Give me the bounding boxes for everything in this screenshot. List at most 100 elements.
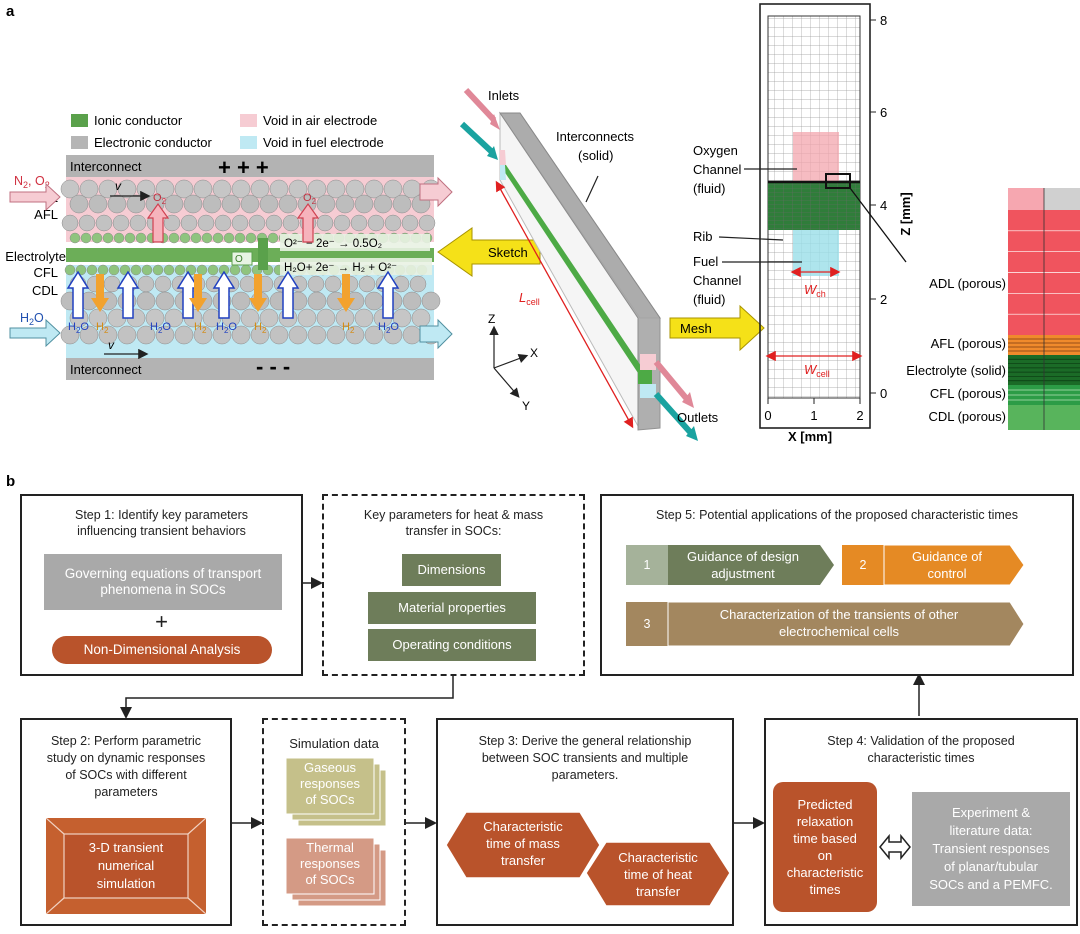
particle bbox=[316, 214, 334, 232]
mesh-arrow bbox=[669, 304, 765, 352]
mesh-layer-cfl: CFL (porous) bbox=[930, 386, 1006, 401]
legend-ionic: Ionic conductor bbox=[94, 113, 183, 128]
particle bbox=[221, 194, 241, 214]
gas-text-1: Gaseous bbox=[303, 760, 357, 775]
fuel-channel-label-3: (fluid) bbox=[693, 292, 726, 307]
sim-3d-box bbox=[46, 818, 206, 914]
thermal-text-3: of SOCs bbox=[305, 872, 355, 887]
oxygen-channel-label-3: (fluid) bbox=[693, 181, 726, 196]
plus-signs: + + + bbox=[218, 155, 269, 180]
app2-text-1: Guidance of bbox=[911, 549, 983, 564]
particle bbox=[240, 194, 260, 214]
outlet-air bbox=[640, 354, 656, 370]
keyparams-box: Key parameters for heat & mass transfer … bbox=[322, 494, 585, 676]
particle bbox=[136, 325, 156, 345]
fuel-channel-region bbox=[793, 230, 839, 276]
reaction-top: O²⁻ − 2e⁻ → 0.5O₂ bbox=[284, 238, 382, 250]
heat-text-3: transfer bbox=[635, 884, 681, 899]
app1-text-1: Guidance of design bbox=[686, 549, 800, 564]
particle bbox=[383, 325, 403, 345]
layer-cfl: CFL bbox=[33, 265, 58, 280]
particle bbox=[250, 325, 270, 345]
particle bbox=[152, 264, 164, 276]
particle bbox=[231, 179, 251, 199]
outlet-fuel-arrow bbox=[653, 391, 693, 435]
particle bbox=[259, 308, 279, 328]
flow-arrows bbox=[120, 577, 925, 829]
particle bbox=[335, 194, 355, 214]
particle bbox=[135, 232, 147, 244]
layer-labels: ADL AFL Electrolyte CFL CDL bbox=[5, 190, 66, 298]
particle bbox=[174, 264, 186, 276]
step2-title-4: parameters bbox=[94, 785, 158, 799]
particle bbox=[126, 194, 146, 214]
velocity-bottom: v bbox=[108, 338, 115, 352]
particle bbox=[212, 179, 232, 199]
app3-num-bg bbox=[626, 602, 668, 646]
axis-z-label: Z bbox=[488, 312, 495, 326]
app3-arrow bbox=[667, 601, 1025, 647]
particle bbox=[97, 264, 109, 276]
heat-hex bbox=[585, 841, 731, 907]
particle bbox=[267, 232, 279, 244]
oxygen-channel-label-1: Oxygen bbox=[693, 143, 738, 158]
interconnect-bottom-label: Interconnect bbox=[70, 362, 142, 377]
h2o-up-arrow bbox=[276, 270, 300, 319]
reaction-top-bg bbox=[280, 234, 430, 251]
app1-num-bg bbox=[626, 545, 668, 585]
particle bbox=[364, 291, 384, 311]
particle bbox=[98, 179, 118, 199]
particle bbox=[269, 179, 289, 199]
x-tick-label: 0 bbox=[764, 408, 771, 423]
reaction-bottom-bg bbox=[280, 258, 432, 275]
fuel-outlet-arrow bbox=[419, 318, 453, 350]
rib-label: Rib bbox=[693, 229, 713, 244]
particle bbox=[202, 194, 222, 214]
particle bbox=[307, 275, 325, 293]
particle bbox=[193, 325, 213, 345]
app2-arrow bbox=[883, 544, 1025, 586]
keyparams-title-2: transfer in SOCs: bbox=[405, 524, 502, 538]
ion-label: O bbox=[235, 254, 243, 265]
particle bbox=[250, 179, 270, 199]
particle bbox=[88, 194, 108, 214]
h2o-up-arrow bbox=[376, 270, 400, 319]
particle bbox=[124, 232, 136, 244]
particle bbox=[86, 264, 98, 276]
governing-equations-1: Governing equations of transport bbox=[64, 566, 262, 581]
app2-num: 2 bbox=[859, 558, 867, 572]
h2o-o: O bbox=[228, 321, 237, 333]
keyparams-title-1: Key parameters for heat & mass bbox=[363, 508, 544, 522]
z-axis-label: Z [mm] bbox=[898, 192, 913, 235]
app3-num: 3 bbox=[643, 617, 651, 631]
particle bbox=[154, 275, 172, 293]
particle bbox=[168, 232, 180, 244]
particle bbox=[103, 275, 121, 293]
step4-title-2: characteristic times bbox=[867, 751, 975, 765]
step4-title-1: Step 4: Validation of the proposed bbox=[827, 734, 1015, 748]
zoom-void-air bbox=[1008, 188, 1044, 210]
exp-4: of planar/tubular bbox=[944, 859, 1038, 874]
app3-text-1: Characterization of the transients of ot… bbox=[719, 607, 959, 622]
h2o-o: O bbox=[390, 321, 399, 333]
particle bbox=[373, 194, 393, 214]
step3-box: Step 3: Derive the general relationship … bbox=[436, 718, 734, 926]
particle bbox=[288, 179, 308, 199]
particle bbox=[179, 232, 191, 244]
mass-text-3: transfer bbox=[500, 853, 546, 868]
particle bbox=[137, 275, 155, 293]
h2o-subscript: 2 bbox=[76, 326, 81, 335]
particle bbox=[88, 308, 108, 328]
wch-label: Wch bbox=[804, 282, 826, 299]
legend-electronic-swatch bbox=[71, 136, 88, 149]
ion-box bbox=[231, 251, 253, 266]
pred-6: times bbox=[809, 882, 841, 897]
zoom-leader bbox=[849, 187, 907, 263]
outlet-fuel-head bbox=[686, 426, 698, 441]
outlet-air-head bbox=[682, 392, 694, 408]
layer-afl: AFL bbox=[34, 207, 58, 222]
simdata-title: Simulation data bbox=[289, 736, 379, 751]
z-tick-label: 0 bbox=[880, 386, 887, 401]
